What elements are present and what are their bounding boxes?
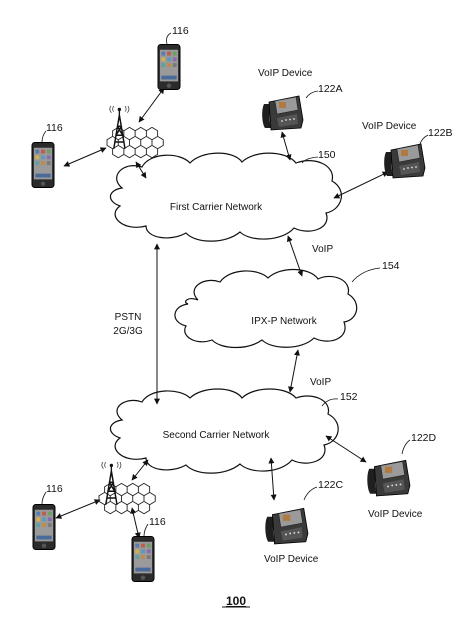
leader-116-bottom-right <box>143 523 149 537</box>
mobile-phone-icon-bottom-right <box>131 536 155 582</box>
voip-link-lower <box>288 349 300 393</box>
leader-116-top-right <box>166 32 172 45</box>
leader-116-top-left <box>41 130 47 143</box>
ref-122c: 122C <box>318 479 344 491</box>
voip-desk-phone-icon-122b <box>383 143 426 179</box>
voip-desk-phone-icon-122d <box>366 459 411 497</box>
figure-number: 100 <box>226 594 246 608</box>
pstn-2g3g-label: 2G/3G <box>113 326 143 337</box>
voip-device-label-122b: VoIP Device <box>362 121 417 132</box>
link-voip-122d <box>325 435 367 463</box>
link-voip-122c <box>268 457 277 501</box>
mobile-phone-icon-top-left <box>31 142 55 188</box>
ref-122d: 122D <box>411 432 437 444</box>
ref-116-bottom-right: 116 <box>149 516 166 528</box>
second-carrier-network-cloud <box>109 388 339 474</box>
voip-link-upper <box>286 235 304 277</box>
leader-116-bottom-left <box>41 491 47 505</box>
link-tower-bottom-cloud <box>131 459 149 481</box>
voip-device-label-122c: VoIP Device <box>264 554 319 565</box>
mobile-phone-icon-bottom-left <box>32 504 56 550</box>
first-carrier-network-label: First Carrier Network <box>170 202 263 213</box>
link-voip-122a <box>280 131 292 161</box>
voip-device-label-122a: VoIP Device <box>258 68 313 79</box>
leader-122d <box>401 439 411 455</box>
link-mobile-bottom-left <box>55 499 101 519</box>
voip-desk-phone-icon-122c <box>264 507 309 545</box>
ref-122b: 122B <box>428 127 453 139</box>
leader-122b <box>419 134 429 145</box>
leader-154 <box>351 267 381 283</box>
ipx-p-network-cloud <box>174 268 358 349</box>
ipx-p-network-label: IPX-P Network <box>251 316 317 327</box>
voip-label-lower: VoIP <box>310 377 331 388</box>
ref-152: 152 <box>340 391 358 403</box>
ref-116-top-right: 116 <box>172 25 189 37</box>
first-carrier-network-cloud <box>109 152 342 242</box>
ref-116-top-left: 116 <box>46 122 63 134</box>
pstn-label: PSTN <box>115 312 142 323</box>
leader-152 <box>321 398 339 407</box>
cell-tower-icon-top <box>106 106 164 159</box>
second-carrier-network-label: Second Carrier Network <box>163 430 271 441</box>
cell-tower-icon-bottom <box>98 462 156 515</box>
ref-116-bottom-left: 116 <box>46 483 63 495</box>
leader-150 <box>301 156 319 164</box>
leader-122c <box>303 486 318 501</box>
link-mobile-top-right <box>138 87 165 123</box>
link-tower-top-cloud <box>135 161 147 179</box>
mobile-phone-icon-top-right <box>157 44 181 90</box>
link-voip-122b <box>333 171 389 199</box>
voip-device-label-122d: VoIP Device <box>368 509 423 520</box>
ref-122a: 122A <box>318 83 343 95</box>
leader-122a <box>305 90 319 99</box>
voip-desk-phone-icon-122a <box>261 95 304 131</box>
ref-150: 150 <box>318 149 336 161</box>
voip-label-upper: VoIP <box>312 244 333 255</box>
link-mobile-top-left <box>63 147 107 167</box>
ref-154: 154 <box>382 260 400 272</box>
